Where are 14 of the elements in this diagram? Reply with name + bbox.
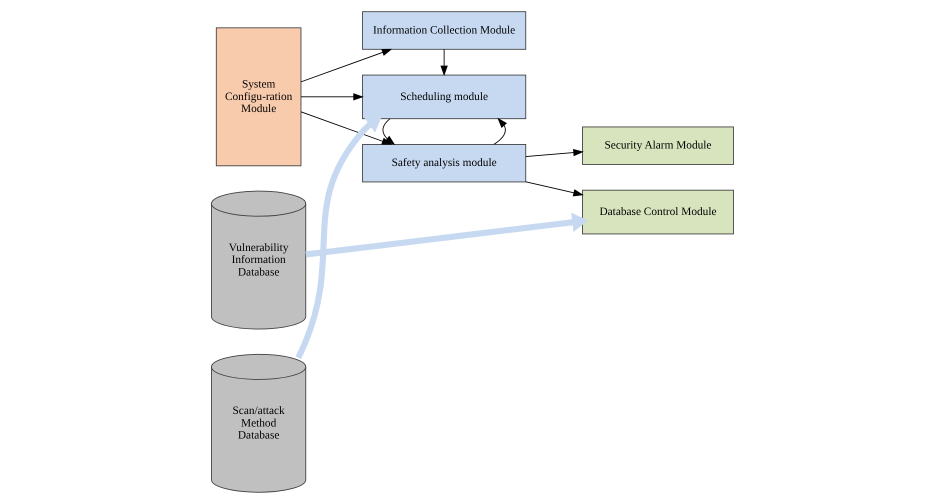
arrow	[295, 115, 382, 360]
arrow	[493, 118, 507, 145]
node-box: Scheduling module	[362, 74, 526, 120]
node-box: System Configu-ration Module	[215, 27, 301, 166]
node-box: Safety analysis module	[362, 144, 526, 182]
node-box: Security Alarm Module	[582, 126, 734, 165]
arrow	[305, 212, 588, 258]
arrow	[524, 181, 584, 196]
arrow	[524, 148, 584, 157]
arrow	[300, 93, 364, 100]
node-box: Information Collection Module	[362, 11, 526, 50]
arrow	[300, 48, 392, 82]
node-box: Database Control Module	[582, 190, 734, 234]
arrow	[440, 49, 448, 76]
